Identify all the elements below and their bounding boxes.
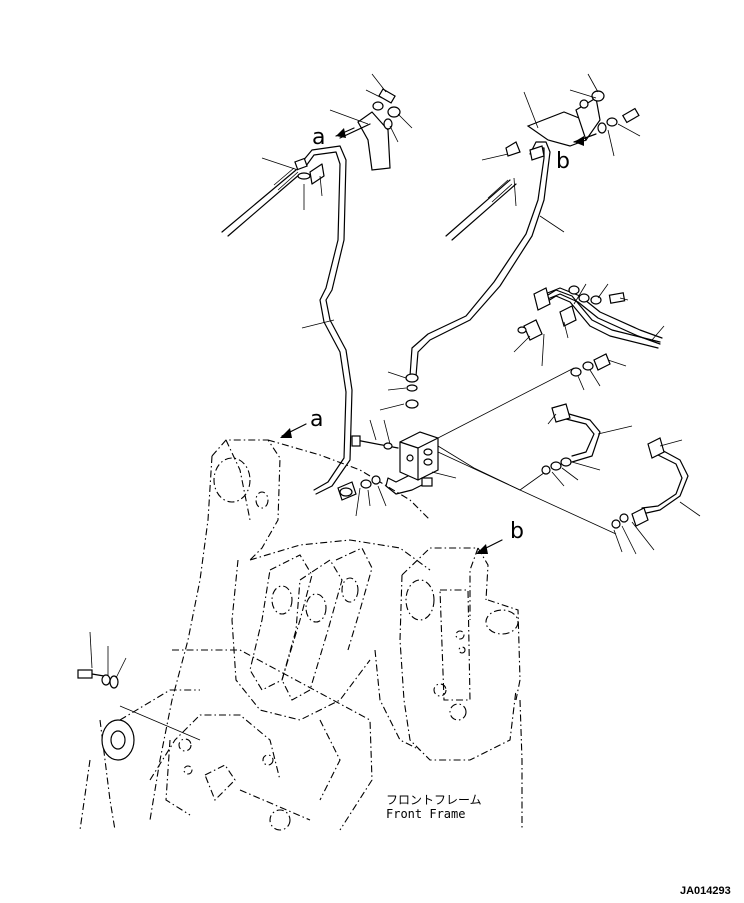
fastener-group <box>77 631 127 689</box>
drawing-code: JA014293 <box>680 885 731 897</box>
callout-b-frame: b <box>510 519 524 544</box>
hose-group <box>513 283 701 555</box>
callout-a-top: a <box>312 125 325 150</box>
caption-japanese: フロントフレーム <box>386 793 482 807</box>
front-frame <box>79 439 523 831</box>
callout-a-frame: a <box>310 407 323 432</box>
right-pipe-assembly <box>379 73 641 411</box>
callout-b-top: b <box>556 149 570 174</box>
valve-block <box>339 367 617 535</box>
caption-english: Front Frame <box>386 807 465 821</box>
left-pipe-assembly <box>221 73 413 501</box>
